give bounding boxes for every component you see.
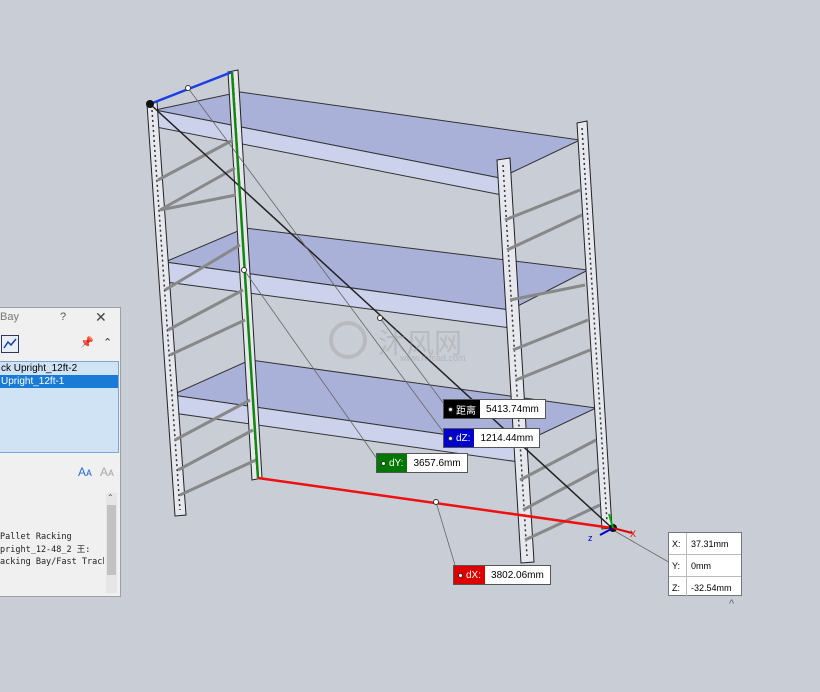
coord-z-row: Z: -32.54mm [669,577,741,598]
graph-icon[interactable] [1,335,19,353]
dy-value: 3657.6mm [413,457,461,469]
pin-icon[interactable]: 📌 [80,337,94,349]
leader-lines [187,87,673,576]
list-item-selected[interactable]: Upright_12ft-1 [0,375,118,388]
panel-title: Bay [0,311,19,323]
watermark-sub: www.mfcad.com [399,353,466,363]
dx-callout[interactable]: dX: 3802.06mm [453,565,551,585]
upright-right-front [496,157,535,564]
distance-tag: 距离 [444,400,480,418]
shelf-top [154,91,582,196]
coord-y-label: Y: [669,555,687,576]
list-item[interactable]: ck Upright_12ft-2 [1,363,78,374]
scrollbar[interactable]: ⌃ [106,493,117,593]
scroll-up-icon[interactable]: ⌃ [107,493,114,502]
chevron-up-icon[interactable]: ^ [729,598,735,610]
scrollbar-thumb[interactable] [107,505,116,575]
distance-callout[interactable]: 距离 5413.74mm [443,399,546,419]
dz-tag: dZ: [444,429,475,447]
dy-callout[interactable]: dY: 3657.6mm [376,453,468,473]
dz-value: 1214.44mm [480,432,534,444]
distance-label: 距离 [456,405,476,417]
upright-left-front [146,101,187,517]
dz-callout[interactable]: dZ: 1214.44mm [443,428,541,448]
coord-x-value: 37.31mm [691,538,729,549]
info-text-area[interactable]: Pallet Racking pright_12-48_2 王: acking … [0,493,104,593]
coord-x-label: X: [669,533,687,554]
dx-label: dX: [466,569,482,581]
dy-tag: dY: [377,454,408,472]
measure-panel: Bay ? ✕ 📌 ⌃ ck Upright_12ft-2 Upright_12… [0,307,121,597]
dx-value: 3802.06mm [491,569,544,581]
triad-z-label: z [588,533,593,543]
coord-z-label: Z: [669,577,687,598]
coord-y-value: 0mm [691,560,711,571]
coord-y-row: Y: 0mm [669,555,741,577]
font-size-up-icon[interactable]: Aᴀ [78,465,92,479]
dz-label: dZ: [456,432,471,444]
help-button[interactable]: ? [60,311,67,323]
axis-triad [599,513,633,536]
watermark: 沐风网 www.mfcad.com [329,321,466,363]
watermark-text: 沐风网 [378,327,462,360]
upright-right-back [576,120,613,530]
left-frame-braces [157,138,257,497]
selection-list[interactable]: ck Upright_12ft-2 Upright_12ft-1 [0,361,119,453]
triad-x-label: X [630,529,636,539]
info-line: acking Bay/Fast Track [0,557,104,567]
coordinate-readout: X: 37.31mm Y: 0mm Z: -32.54mm [668,532,742,598]
dy-line [230,71,260,479]
collapse-icon[interactable]: ⌃ [103,337,113,349]
info-line: pright_12-48_2 王: [0,544,91,555]
dx-tag: dX: [454,566,486,584]
info-line: Pallet Racking [0,532,72,542]
dy-label: dY: [389,457,404,469]
coord-z-value: -32.54mm [691,582,732,593]
right-frame-braces [504,188,601,542]
close-button[interactable]: ✕ [95,309,107,325]
coord-x-row: X: 37.31mm [669,533,741,555]
font-size-down-icon[interactable]: Aᴀ [100,465,114,479]
distance-value: 5413.74mm [486,403,539,415]
